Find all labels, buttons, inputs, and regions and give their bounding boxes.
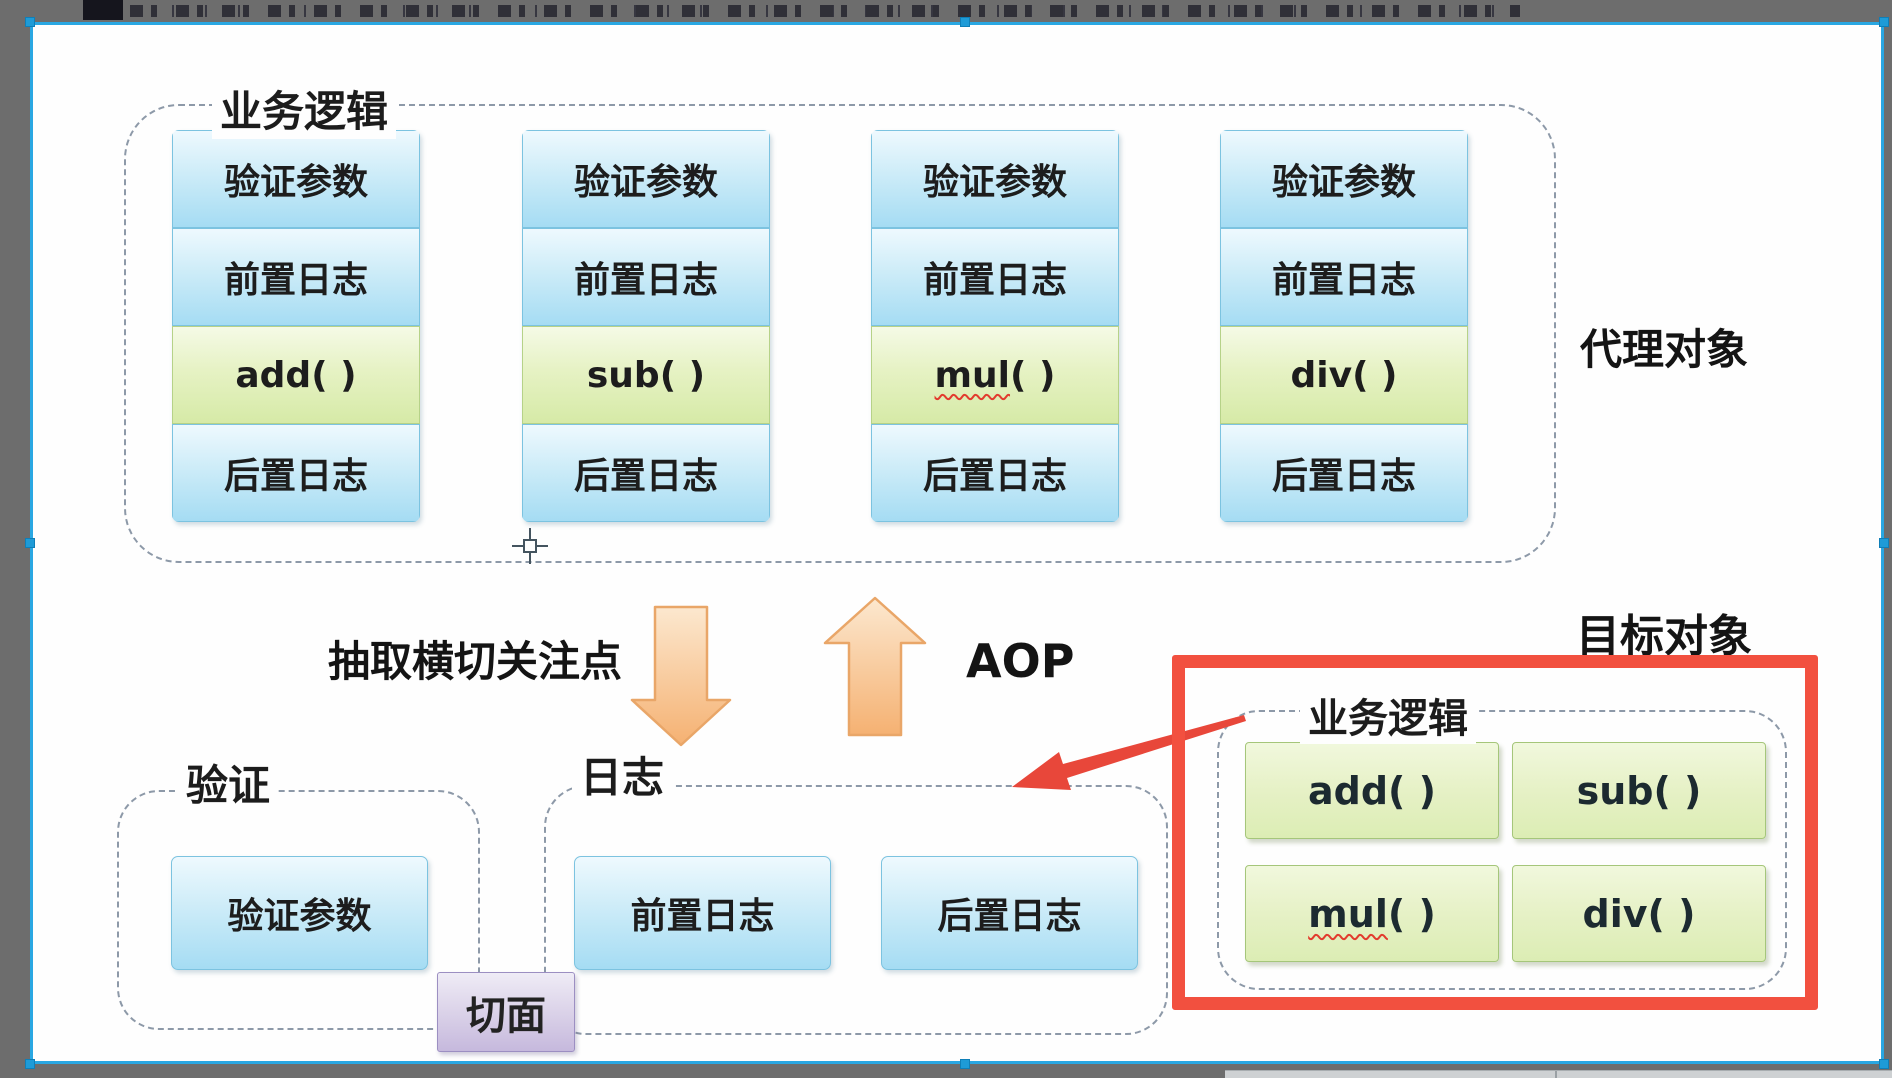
target-method-div: div ( ) [1512,865,1766,962]
window-top-strip [0,0,1892,22]
target-container-label: 业务逻辑 [1300,686,1476,744]
after-log-box: 后置日志 [871,424,1119,522]
aspect-badge: 切面 [437,972,575,1052]
top-strip-thumbnail [83,0,123,20]
validation-container [117,790,480,1030]
target-method-sub: sub ( ) [1512,742,1766,839]
selection-handle-right-mid[interactable] [1879,538,1889,548]
validate-box: 验证参数 [1220,130,1468,228]
method-box: div ( ) [1220,326,1468,424]
log-label: 日志 [572,744,673,805]
target-method-add: add ( ) [1245,742,1499,839]
extract-crosscut-label: 抽取横切关注点 [328,637,623,686]
target-method-mul: mul ( ) [1245,865,1499,962]
method-parens: ( ) [311,354,357,396]
validation-label: 验证 [178,752,279,813]
taskbar-divider [1555,1071,1557,1078]
taskbar-fragment [1225,1070,1892,1078]
method-name: add [235,354,312,396]
selection-handle-top-mid[interactable] [960,17,970,27]
method-name: sub [1576,768,1654,813]
method-box: mul ( ) [871,326,1119,424]
selection-handle-bottom-mid[interactable] [960,1059,970,1069]
target-highlight-rect [1172,655,1818,1010]
selection-handle-bottom-left[interactable] [25,1059,35,1069]
method-parens: ( ) [1388,768,1436,813]
method-name-misspelled: mul [1308,891,1388,936]
method-name: div [1582,891,1648,936]
validate-box: 验证参数 [522,130,770,228]
before-log-box: 前置日志 [522,228,770,326]
method-parens: ( ) [1387,891,1436,936]
target-side-label: 目标对象 [1576,611,1752,662]
method-box: sub ( ) [522,326,770,424]
proxy-side-label: 代理对象 [1580,325,1749,374]
validate-params-box: 验证参数 [171,856,428,970]
proxy-container-label: 业务逻辑 [212,78,397,139]
method-box: add ( ) [172,326,420,424]
before-log-box: 前置日志 [574,856,831,970]
method-parens: ( ) [1352,354,1398,396]
after-log-box: 后置日志 [172,424,420,522]
after-log-box: 后置日志 [1220,424,1468,522]
method-parens: ( ) [1653,768,1702,813]
method-name-misspelled: mul [934,354,1011,396]
selection-handle-top-left[interactable] [25,17,35,27]
cropped-text-line [130,5,1520,17]
log-container [544,785,1168,1035]
proxy-column-mul: 验证参数 前置日志 mul ( ) 后置日志 [871,130,1119,522]
target-business-container [1217,710,1787,990]
validate-box: 验证参数 [172,130,420,228]
after-log-box: 后置日志 [881,856,1138,970]
proxy-column-add: 验证参数 前置日志 add ( ) 后置日志 [172,130,420,522]
proxy-column-sub: 验证参数 前置日志 sub ( ) 后置日志 [522,130,770,522]
proxy-container [124,104,1556,563]
aop-label: AOP [966,634,1075,688]
before-log-box: 前置日志 [1220,228,1468,326]
validate-box: 验证参数 [871,130,1119,228]
after-log-box: 后置日志 [522,424,770,522]
method-parens: ( ) [1010,354,1056,396]
before-log-box: 前置日志 [172,228,420,326]
selection-handle-left-mid[interactable] [25,538,35,548]
method-parens: ( ) [659,354,706,396]
selection-handle-top-right[interactable] [1879,17,1889,27]
proxy-column-div: 验证参数 前置日志 div ( ) 后置日志 [1220,130,1468,522]
method-parens: ( ) [1647,891,1696,936]
method-name: div [1290,354,1353,396]
method-name: add [1307,768,1389,813]
selection-handle-bottom-right[interactable] [1879,1059,1889,1069]
before-log-box: 前置日志 [871,228,1119,326]
method-name: sub [586,354,660,396]
